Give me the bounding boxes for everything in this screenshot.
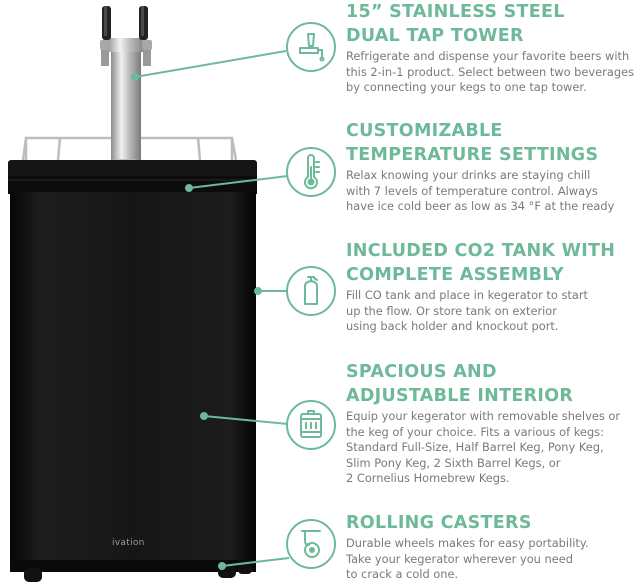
feature-title: 15” STAINLESS STEEL DUAL TAP TOWER <box>346 2 565 46</box>
feature-title: SPACIOUS AND ADJUSTABLE INTERIOR <box>346 362 574 406</box>
caster-wheel-icon <box>286 519 336 569</box>
feature-description: Relax knowing your drinks are staying ch… <box>346 168 615 213</box>
feature-description: Durable wheels makes for easy portabilit… <box>346 536 589 581</box>
brand-logo: ivation <box>112 538 145 548</box>
tap-tower <box>100 6 152 169</box>
thermometer-icon <box>286 147 336 197</box>
kegerator-illustration <box>8 6 257 582</box>
tap-handle-icon <box>286 22 336 72</box>
kegerator-body <box>10 192 256 569</box>
feature-description: Equip your kegerator with removable shel… <box>346 409 621 485</box>
keg-icon <box>286 400 336 450</box>
feature-title: CUSTOMIZABLE TEMPERATURE SETTINGS <box>346 121 599 165</box>
feature-description: Fill CO tank and place in kegerator to s… <box>346 288 589 333</box>
feature-tap-tower: 15” STAINLESS STEEL DUAL TAP TOWER Refri… <box>346 0 638 96</box>
feature-temperature: CUSTOMIZABLE TEMPERATURE SETTINGS Relax … <box>346 119 638 215</box>
feature-description: Refrigerate and dispense your favorite b… <box>346 49 635 94</box>
feature-interior: SPACIOUS AND ADJUSTABLE INTERIOR Equip y… <box>346 360 638 487</box>
feature-co2-tank: INCLUDED CO2 TANK WITH COMPLETE ASSEMBLY… <box>346 239 638 335</box>
co2-tank-icon <box>286 266 336 316</box>
feature-casters: ROLLING CASTERS Durable wheels makes for… <box>346 511 638 583</box>
feature-title: INCLUDED CO2 TANK WITH COMPLETE ASSEMBLY <box>346 241 616 285</box>
feature-title: ROLLING CASTERS <box>346 513 532 533</box>
